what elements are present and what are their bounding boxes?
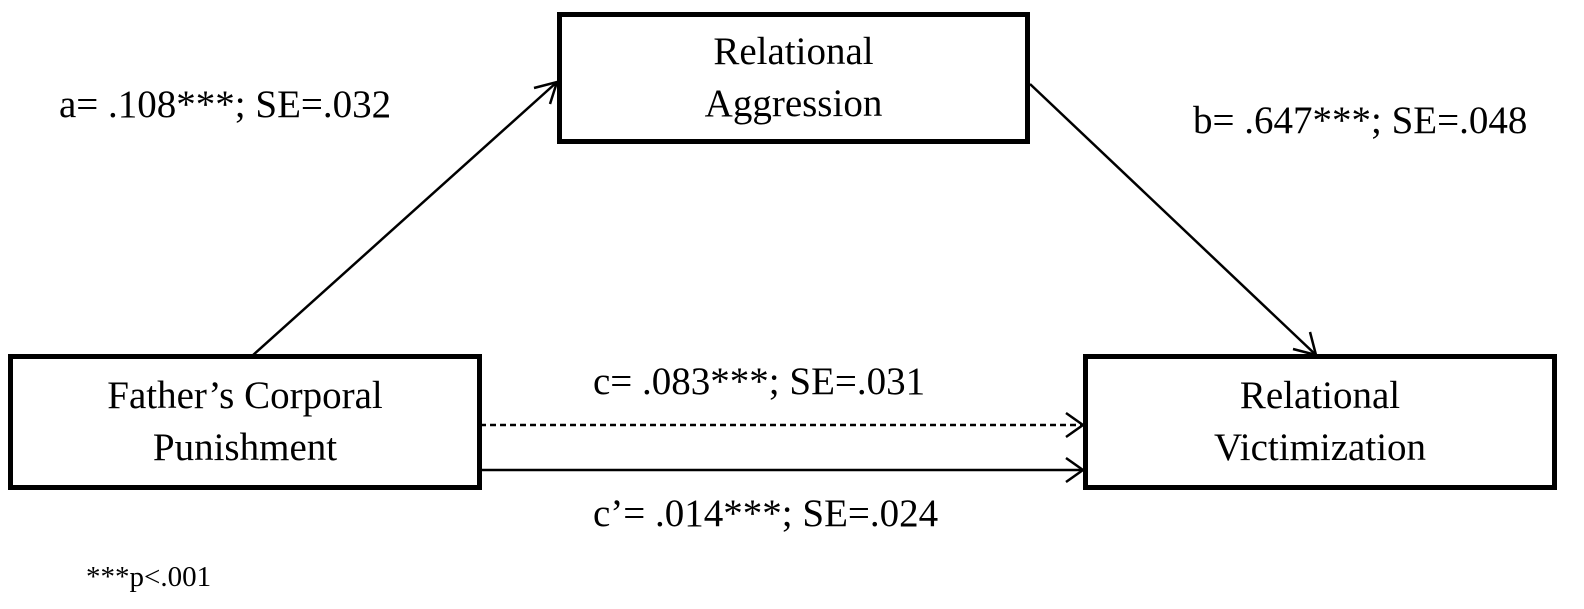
predictor-label-line1: Father’s Corporal (107, 374, 383, 417)
path-c-label: c= .083***; SE=.031 (593, 360, 926, 403)
path-a-label: a= .108***; SE=.032 (59, 83, 392, 126)
significance-footnote: ***p<.001 (86, 561, 212, 593)
mediator-box: Relational Aggression (557, 12, 1030, 144)
outcome-label-line2: Victimization (1213, 426, 1427, 469)
predictor-label-line2: Punishment (152, 426, 338, 469)
predictor-box: Father’s Corporal Punishment (8, 354, 482, 490)
mediator-label-line2: Aggression (704, 82, 883, 125)
path-c-prime-label: c’= .014***; SE=.024 (593, 492, 939, 535)
outcome-label-line1: Relational (1239, 374, 1401, 417)
mediator-label-line1: Relational (713, 30, 874, 73)
path-b-arrow (1029, 83, 1317, 356)
path-a-arrow (251, 81, 558, 357)
outcome-box: Relational Victimization (1083, 354, 1557, 490)
path-b-label: b= .647***; SE=.048 (1193, 99, 1528, 142)
